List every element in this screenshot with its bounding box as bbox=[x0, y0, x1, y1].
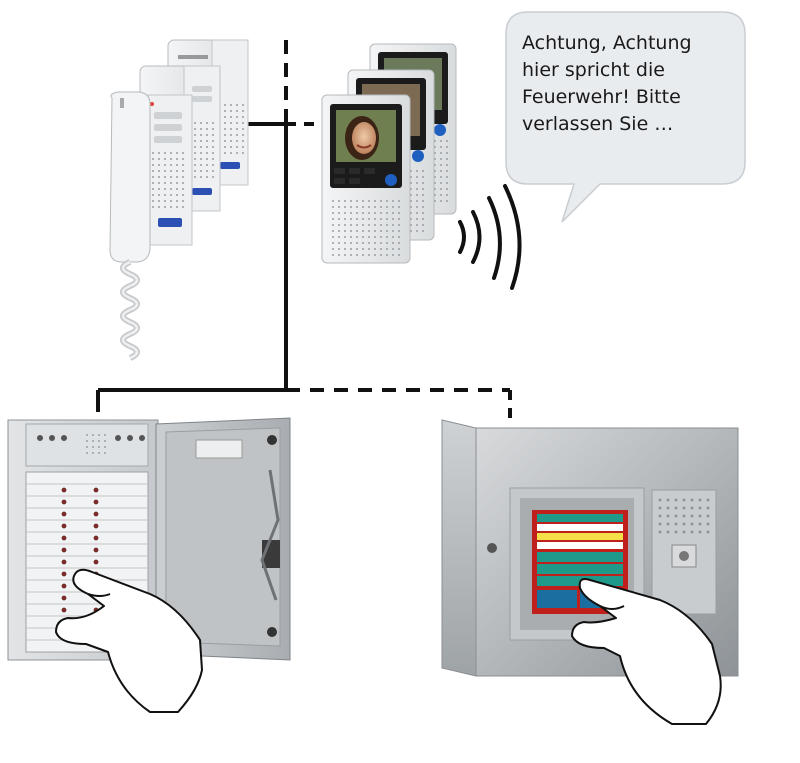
hand-pointer-icon bbox=[55, 568, 203, 713]
video-intercom-stack bbox=[321, 43, 457, 264]
connection-lines bbox=[96, 40, 512, 418]
speech-bubble bbox=[505, 11, 746, 223]
wireless-signal-icon bbox=[458, 184, 522, 290]
speech-bubble-text: Achtung, Achtung hier spricht die Feuerw… bbox=[522, 32, 692, 135]
intercom-handset-stack bbox=[109, 39, 249, 361]
intercom-unit-front bbox=[109, 91, 193, 361]
video-unit-front bbox=[321, 94, 411, 264]
hand-pointer-icon bbox=[571, 578, 722, 725]
